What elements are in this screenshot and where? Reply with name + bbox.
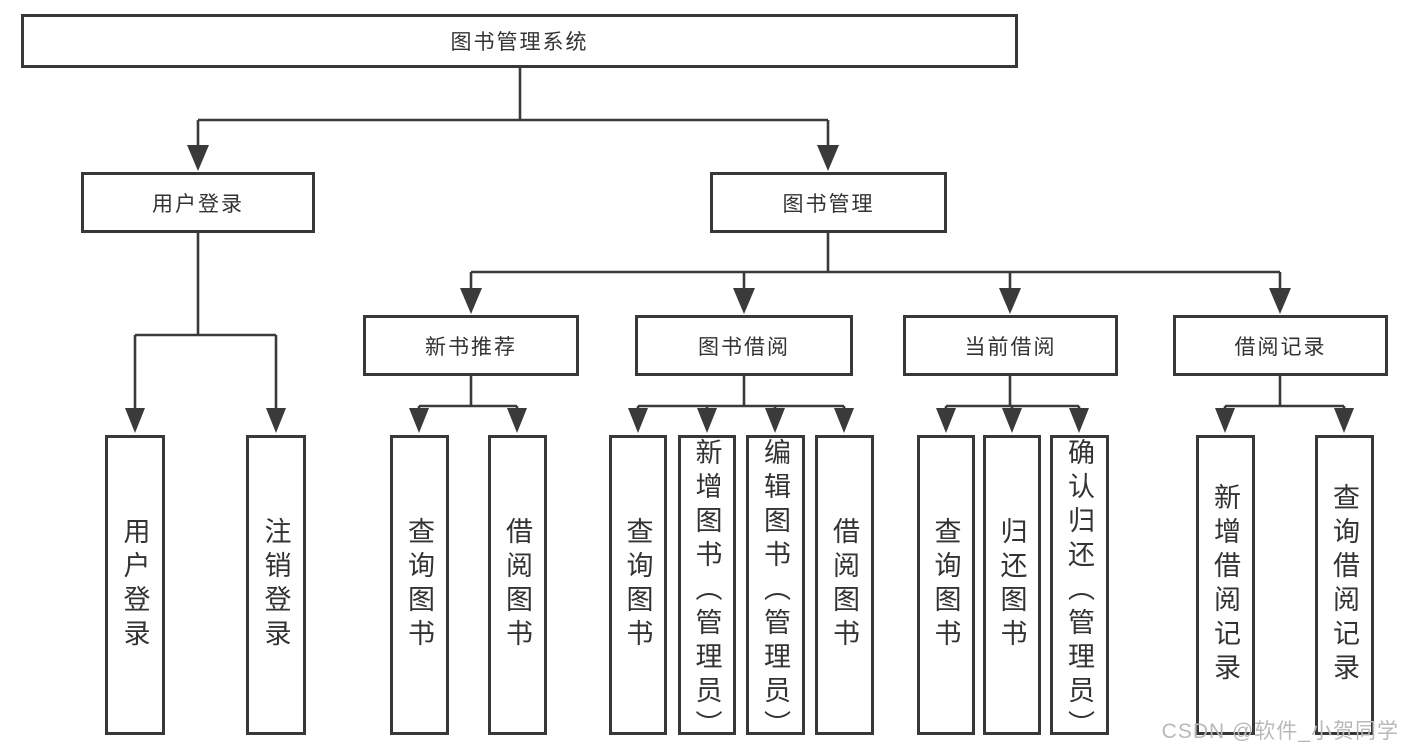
arrow-down-icon: [733, 288, 755, 314]
leaf-borrow-books: 借阅图书: [815, 435, 874, 735]
node-borrow-records: 借阅记录: [1173, 315, 1388, 376]
watermark-text: CSDN @软件_小贺同学: [1161, 720, 1399, 743]
arrow-down-icon: [460, 288, 482, 314]
branch-book-management: [460, 233, 1291, 314]
leaf-edit-book-admin: 编辑图书（管理员）: [746, 435, 805, 744]
node-book-borrow: 图书借阅: [635, 315, 853, 376]
arrow-down-icon: [266, 408, 286, 433]
arrow-down-icon: [409, 408, 429, 433]
node-root-system: 图书管理系统: [21, 14, 1018, 68]
arrow-down-icon: [936, 408, 956, 433]
branch-borrow-records: [1215, 376, 1354, 433]
branch-current-borrow: [936, 376, 1089, 433]
arrow-down-icon: [834, 408, 854, 433]
leaf-query-books-recommend: 查询图书: [390, 435, 449, 735]
arrow-down-icon: [187, 145, 209, 171]
leaf-return-books: 归还图书: [983, 435, 1041, 735]
arrow-down-icon: [125, 408, 145, 433]
branch-user-login: [125, 233, 286, 433]
leaf-query-borrow-record: 查询借阅记录: [1315, 435, 1374, 735]
arrow-down-icon: [1002, 408, 1022, 433]
arrow-down-icon: [999, 288, 1021, 314]
branch-root: [187, 68, 839, 171]
branch-book-borrow: [628, 376, 854, 433]
leaf-add-book-admin: 新增图书（管理员）: [678, 435, 736, 744]
node-user-login: 用户登录: [81, 172, 315, 233]
arrow-down-icon: [1215, 408, 1235, 433]
leaf-borrow-books-recommend: 借阅图书: [488, 435, 547, 735]
arrow-down-icon: [1334, 408, 1354, 433]
arrow-down-icon: [1269, 288, 1291, 314]
node-new-book-recommend: 新书推荐: [363, 315, 579, 376]
node-book-management: 图书管理: [710, 172, 947, 233]
arrow-down-icon: [507, 408, 527, 433]
leaf-query-books-borrow: 查询图书: [609, 435, 667, 735]
leaf-user-login: 用户登录: [105, 435, 165, 735]
arrow-down-icon: [628, 408, 648, 433]
arrow-down-icon: [697, 408, 717, 433]
arrow-down-icon: [817, 145, 839, 171]
branch-new-book-recommend: [409, 376, 527, 433]
leaf-query-books-current: 查询图书: [917, 435, 975, 735]
arrow-down-icon: [765, 408, 785, 433]
node-current-borrow: 当前借阅: [903, 315, 1118, 376]
leaf-add-borrow-record: 新增借阅记录: [1196, 435, 1255, 735]
leaf-confirm-return-admin: 确认归还（管理员）: [1050, 435, 1109, 744]
leaf-logout-login: 注销登录: [246, 435, 306, 735]
arrow-down-icon: [1069, 408, 1089, 433]
